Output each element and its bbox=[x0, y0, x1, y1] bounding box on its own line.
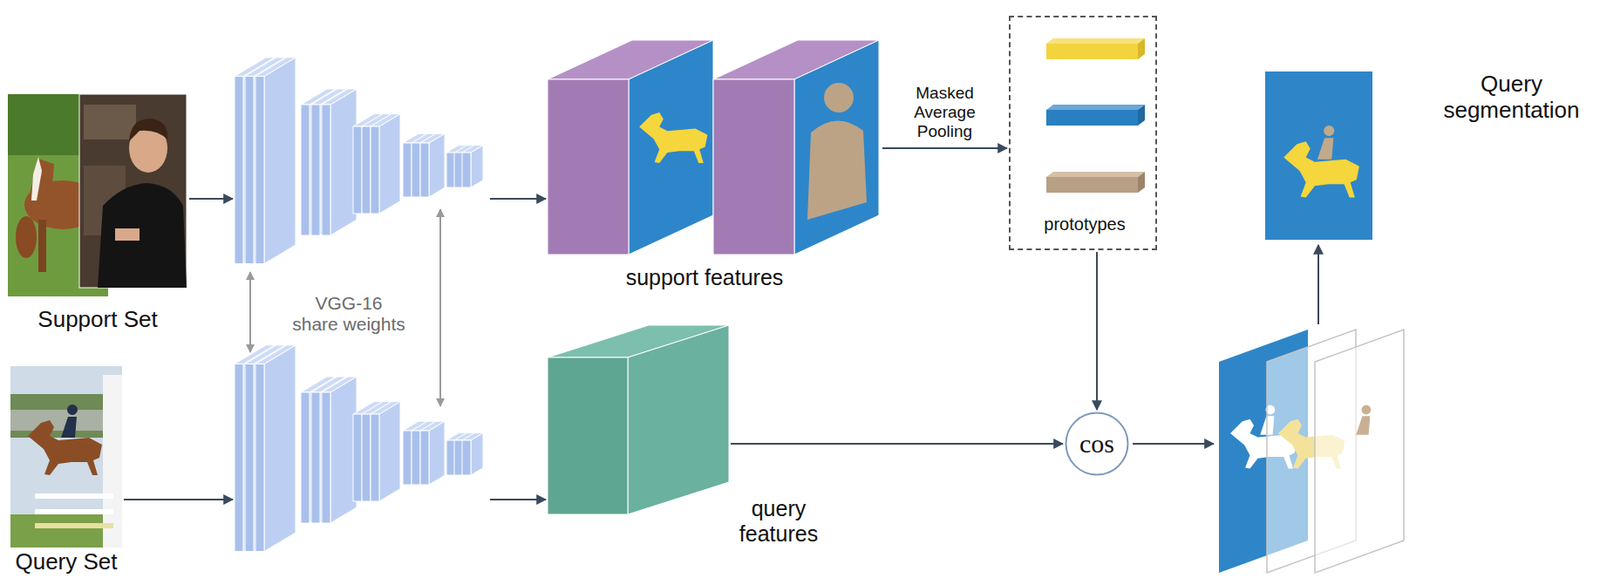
conv-layer bbox=[353, 401, 383, 502]
prototype-vectors bbox=[1046, 38, 1145, 193]
node-label: prototypes bbox=[1010, 214, 1159, 235]
score-maps bbox=[1218, 329, 1404, 573]
flow-arrow bbox=[189, 197, 233, 200]
flow-arrow bbox=[490, 498, 546, 501]
conv-layer bbox=[321, 376, 357, 524]
flow-arrow bbox=[490, 197, 546, 200]
node-label: Query segmentation bbox=[1430, 71, 1593, 124]
conv-layer bbox=[353, 114, 383, 214]
conv-layer bbox=[370, 114, 401, 214]
conv-layer bbox=[300, 376, 336, 524]
conv-layer bbox=[255, 345, 296, 552]
diagram-node: query features bbox=[547, 325, 729, 515]
diagram-node: Support Set bbox=[7, 94, 188, 297]
flow-arrow bbox=[123, 498, 233, 501]
support-feature-cube bbox=[547, 40, 714, 255]
conv-layer bbox=[255, 57, 296, 265]
flow-arrow bbox=[882, 147, 1008, 150]
vgg-network bbox=[234, 57, 484, 552]
conv-layer bbox=[462, 145, 484, 188]
text-holder: Query segmentation bbox=[1430, 71, 1593, 124]
diagram-node: VGG-16 share weights bbox=[234, 54, 489, 555]
diagram-node: Query Set bbox=[10, 366, 123, 548]
node-label: VGG-16 share weights bbox=[290, 292, 408, 335]
query-feature-cube bbox=[547, 325, 729, 515]
conv-layer bbox=[321, 88, 357, 236]
conv-layer bbox=[370, 401, 401, 502]
operator-circle: cos bbox=[1064, 411, 1130, 477]
node-label: support features bbox=[591, 265, 818, 291]
flow-arrow bbox=[730, 442, 1063, 445]
support-feature-cube bbox=[713, 40, 879, 255]
conv-layer bbox=[420, 421, 445, 485]
flow-arrow bbox=[1096, 251, 1098, 410]
diagram-node: Query segmentation bbox=[1265, 71, 1373, 240]
conv-layer bbox=[420, 133, 445, 198]
edge-label: Masked Average Pooling bbox=[901, 83, 989, 142]
text-holder: prototypes bbox=[1010, 214, 1159, 235]
node-label: Support Set bbox=[6, 306, 190, 334]
text-holder: Query Set bbox=[0, 549, 137, 576]
text-holder: query features bbox=[730, 496, 827, 547]
node-label: Query Set bbox=[0, 549, 137, 576]
share-weights-arrows bbox=[250, 209, 441, 407]
score-map-arrows bbox=[1132, 245, 1319, 444]
text-holder: VGG-16 share weights bbox=[290, 292, 408, 335]
conv-layer bbox=[300, 88, 336, 236]
text-holder: Support Set bbox=[6, 306, 190, 334]
node-label: query features bbox=[730, 496, 827, 547]
text-holder: support features bbox=[591, 265, 818, 291]
conv-layer bbox=[462, 433, 484, 476]
support-photo-person bbox=[79, 94, 187, 288]
text-holder: cos bbox=[1064, 411, 1130, 477]
segmentation-result bbox=[1265, 71, 1373, 240]
query-photo bbox=[10, 366, 123, 548]
diagram-node: support features bbox=[547, 40, 881, 255]
diagram-node: prototypes bbox=[1008, 15, 1158, 251]
node-label: cos bbox=[1079, 430, 1115, 457]
edge-label-holder: Masked Average Pooling bbox=[901, 83, 989, 142]
